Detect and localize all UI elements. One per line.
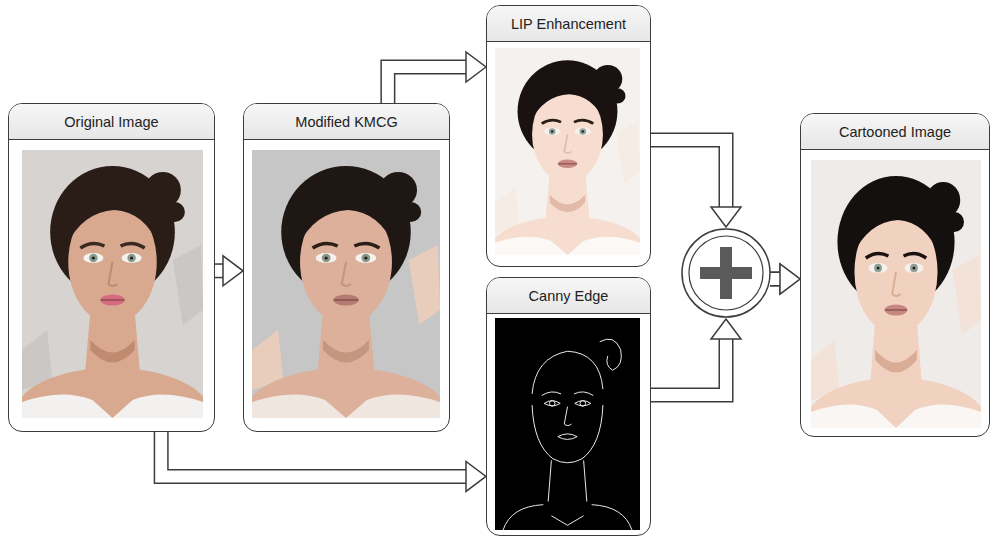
panel-title: Cartooned Image (839, 124, 951, 140)
kmcg-photo (246, 150, 447, 456)
image-panel: Modified KMCG (243, 103, 450, 432)
block-arrow (215, 256, 243, 286)
block-arrow (388, 52, 486, 103)
panel-header: Canny Edge (487, 278, 650, 314)
arrow-head (780, 264, 800, 294)
image-panel: Original Image (8, 103, 215, 432)
image-panel: LIP Enhancement (486, 5, 651, 267)
canny-edge-map (495, 318, 640, 530)
panel-title: Modified KMCG (295, 114, 397, 130)
arrow-body (651, 140, 726, 209)
arrow-head (466, 461, 486, 491)
arrow-outline (161, 432, 468, 476)
arrow-body (388, 67, 468, 103)
arrow-outline (651, 140, 726, 209)
panel-header: Modified KMCG (244, 104, 449, 140)
arrow-body (161, 432, 468, 476)
original-photo (16, 150, 209, 456)
panel-header: Cartooned Image (801, 114, 989, 150)
arrow-outline (388, 67, 468, 103)
arrow-head (711, 207, 741, 227)
arrow-head (780, 264, 800, 294)
arrow-outline (651, 337, 726, 395)
panel-header: Original Image (9, 104, 214, 140)
arrow-body (651, 337, 726, 395)
arrow-head (223, 256, 243, 286)
block-arrow (651, 140, 800, 294)
arrow-head (711, 319, 741, 339)
panel-header: LIP Enhancement (487, 6, 650, 42)
image-panel: Canny Edge (486, 277, 651, 536)
arrow-head (466, 52, 486, 82)
panel-title: Canny Edge (529, 288, 609, 304)
image-panel: Cartooned Image (800, 113, 990, 437)
lip-photo (490, 48, 645, 284)
panel-title: LIP Enhancement (511, 16, 626, 32)
cartoon-photo (805, 160, 986, 466)
panel-title: Original Image (64, 114, 158, 130)
block-arrow (161, 432, 486, 491)
